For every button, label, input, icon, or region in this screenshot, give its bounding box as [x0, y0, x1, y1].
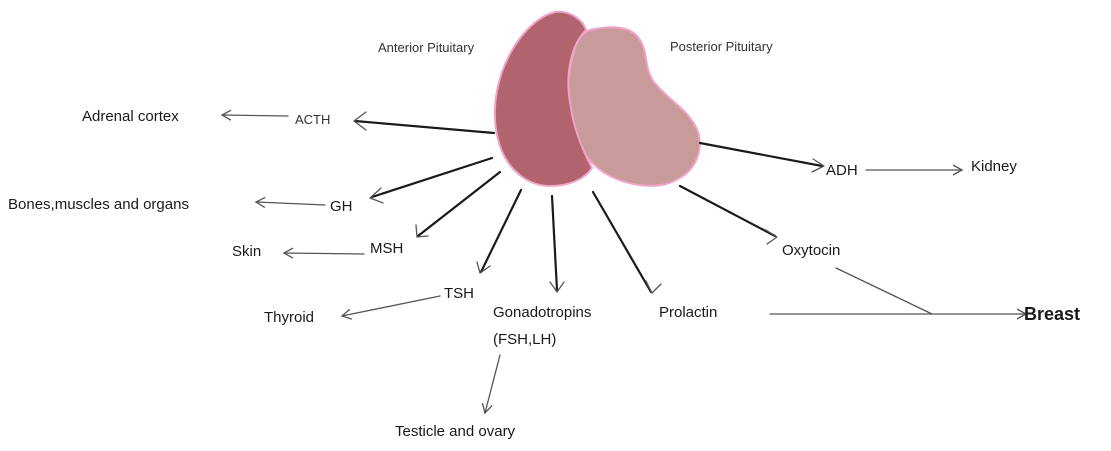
target-breast: Breast	[1024, 304, 1080, 324]
target-adrenal-cortex: Adrenal cortex	[82, 108, 179, 125]
target-bones-muscles-organs: Bones,muscles and organs	[8, 196, 189, 213]
arrowhead-msh	[415, 224, 429, 238]
target-lines	[220, 109, 1028, 415]
line-to-gonadotropins	[550, 194, 559, 292]
hormone-gonadotropins-sub: (FSH,LH)	[493, 331, 556, 348]
line-gonadotropins-to-testicle	[481, 354, 501, 415]
line-to-prolactin	[591, 190, 653, 294]
line-to-msh	[416, 170, 502, 238]
arrowhead-acth	[353, 111, 367, 131]
arrowhead-adh	[811, 158, 825, 173]
anterior-pituitary-lobe	[493, 10, 594, 188]
line-to-adh	[698, 141, 824, 168]
line-msh-to-skin	[282, 247, 365, 259]
line-to-acth	[353, 119, 496, 135]
anterior-pituitary-label: Anterior Pituitary	[378, 40, 475, 55]
line-tsh-to-thyroid	[340, 295, 441, 320]
hormone-oxytocin: Oxytocin	[782, 242, 840, 259]
line-to-tsh	[479, 188, 523, 274]
arrowhead-prolactin	[645, 280, 662, 294]
hormone-tsh: TSH	[444, 285, 474, 302]
hormone-gonadotropins: Gonadotropins	[493, 304, 591, 321]
hormone-gh: GH	[330, 198, 353, 215]
arrowhead-tsh	[476, 261, 491, 274]
arrowhead-gh	[369, 187, 384, 204]
hormone-acth: ACTH	[295, 112, 330, 127]
target-thyroid: Thyroid	[264, 309, 314, 326]
posterior-pituitary-label: Posterior Pituitary	[670, 39, 773, 54]
hormone-adh: ADH	[826, 162, 858, 179]
hormone-prolactin: Prolactin	[659, 304, 717, 321]
line-acth-to-adrenal	[220, 109, 289, 121]
hormone-arrowheads	[353, 111, 825, 294]
target-skin: Skin	[232, 243, 261, 260]
arrowhead-gonadotropins	[549, 281, 565, 293]
hormone-release-lines	[353, 119, 824, 294]
line-to-oxytocin	[678, 184, 777, 238]
arrowhead-oxytocin	[765, 229, 778, 245]
target-kidney: Kidney	[971, 158, 1017, 175]
target-testicle-ovary: Testicle and ovary	[395, 423, 516, 440]
line-to-gh	[370, 156, 494, 199]
line-oxytocin-to-breast	[835, 267, 933, 315]
line-gh-to-bones	[254, 196, 326, 208]
hormone-msh: MSH	[370, 240, 403, 257]
